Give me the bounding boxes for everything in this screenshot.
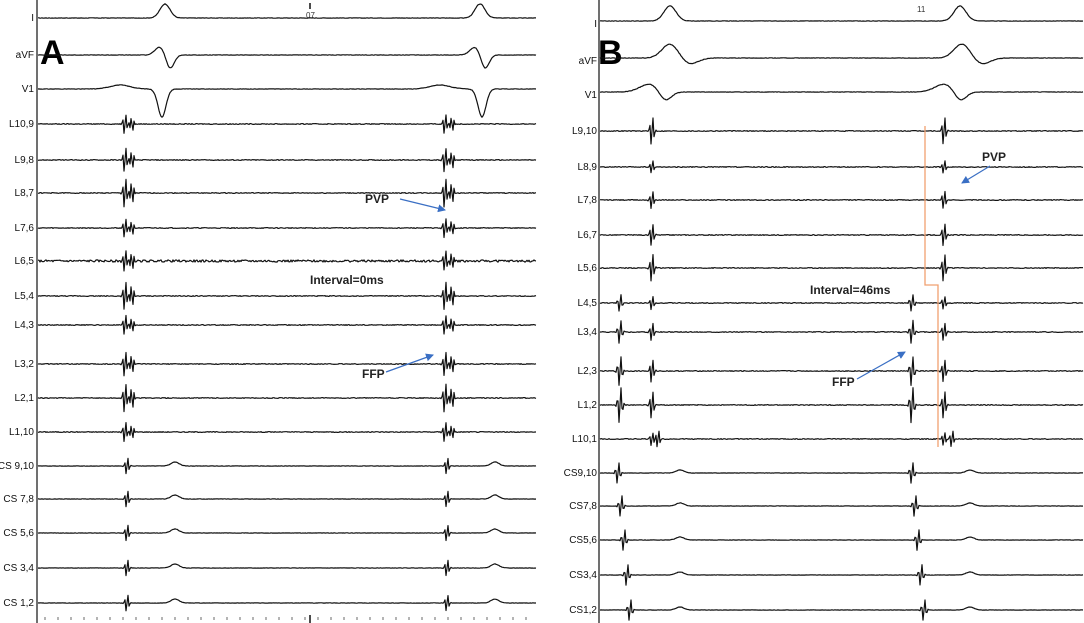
panel-b-trace [599, 529, 1084, 551]
panel-a-lead-label: L2,1 [15, 393, 35, 404]
panel-b-lead-label: V1 [585, 90, 598, 101]
panel-a-trace [37, 114, 537, 134]
panel-a-trace [37, 178, 537, 208]
panel-a-ffp-arrow [385, 353, 434, 373]
panel-b-lead-label: L3,4 [578, 327, 598, 338]
panel-a-time-ticks [44, 617, 527, 620]
panel-a-trace [38, 3, 536, 19]
panel-a-trace [37, 84, 537, 118]
panel-a-lead-label: L8,7 [15, 188, 35, 199]
panel-a-trace [37, 457, 537, 475]
panel-b-lead-label: CS9,10 [564, 468, 598, 479]
panel-b-lead-label: I [594, 19, 597, 30]
panel-b-lead-label: L8,9 [578, 162, 598, 173]
panel-b-pvp-arrow [961, 165, 991, 184]
panel-b-interval-text: Interval=46ms [810, 283, 891, 297]
panel-a-trace [37, 559, 537, 577]
panel-b-lead-label: L5,6 [578, 263, 598, 274]
panel-a-lead-label: L3,2 [15, 359, 35, 370]
panel-b-trace [599, 599, 1084, 621]
panel-b-trace [599, 356, 1084, 386]
panel-b-trace [599, 294, 1084, 312]
panel-b-lead-label: L9,10 [572, 126, 597, 137]
panel-a-trace [37, 218, 537, 239]
panel-a-traces [37, 3, 537, 612]
panel-b-trace [599, 495, 1084, 517]
panel-b-trace [599, 430, 1084, 448]
panel-b-trace [599, 564, 1084, 586]
panel-b-lead-label: L10,1 [572, 434, 597, 445]
panel-b-lead-label: CS7,8 [569, 501, 597, 512]
panel-a-pvp-arrow [399, 198, 446, 213]
panel-a-lead-label: L5,4 [15, 291, 35, 302]
panel-b-lead-label: L2,3 [578, 366, 598, 377]
panel-b-lead-label: aVF [579, 56, 597, 67]
panel-a-interval-text: Interval=0ms [310, 273, 384, 287]
panel-a-lead-label: L4,3 [15, 320, 35, 331]
panel-b-interval-line [924, 126, 939, 447]
panel-a-lead-label: I [31, 13, 34, 24]
panel-b-trace [599, 83, 1084, 101]
panel-b-trace [599, 5, 1084, 22]
panel-b-trace [599, 254, 1084, 282]
panel-a-lead-label: CS 7,8 [3, 494, 34, 505]
panel-b-lead-label: L7,8 [578, 195, 598, 206]
panel-b-trace [599, 462, 1083, 484]
panel-a-trace [37, 314, 537, 335]
panel-a-trace [37, 524, 537, 542]
panel-a-trace [38, 250, 537, 272]
panel-b-trace [599, 160, 1084, 174]
panel-b-trace [599, 223, 1083, 247]
panel-a-letter: A [40, 34, 65, 72]
panel-b-lead-label: L6,7 [578, 230, 598, 241]
panel-b-lead-label: CS5,6 [569, 535, 597, 546]
panel-a-lead-label: CS 9,10 [0, 461, 34, 472]
panel-a-trace [37, 281, 537, 310]
panel-b-traces [599, 5, 1084, 621]
panel-b-trace [599, 43, 1084, 65]
panel-b-lead-label: L1,2 [578, 400, 598, 411]
panel-b-trace [599, 117, 1084, 145]
panel-b-ffp-arrow [856, 351, 906, 380]
panel-a-ffp-label: FFP [362, 367, 385, 381]
panel-a-lead-label: L9,8 [15, 155, 35, 166]
panel-a-lead-label: CS 3,4 [3, 563, 34, 574]
panel-a-lead-label: aVF [16, 50, 34, 61]
panel-a-trace [38, 490, 537, 508]
panel-b-pvp-label: PVP [982, 150, 1006, 164]
panel-b-lead-label: CS1,2 [569, 605, 597, 616]
panel-a-trace [37, 351, 537, 377]
panel-b-ffp-label: FFP [832, 375, 855, 389]
panel-a-lead-label: L6,5 [15, 256, 35, 267]
panel-a-trace [37, 422, 536, 442]
panel-a-lead-label: L1,10 [9, 427, 34, 438]
panel-a-lead-label: L10,9 [9, 119, 34, 130]
panel-a-lead-label: V1 [22, 84, 35, 95]
panel-a-trace [37, 594, 536, 612]
panel-b-trace [599, 387, 1084, 424]
panel-b-marker-text: 11 [917, 5, 926, 14]
panel-b-lead-label: L4,5 [578, 298, 598, 309]
panel-b-trace [599, 319, 1084, 344]
panel-a-lead-label: CS 1,2 [3, 598, 34, 609]
panel-b-trace [599, 190, 1083, 209]
panel-a-lead-label: L7,6 [15, 223, 35, 234]
panel-a-pvp-label: PVP [365, 192, 389, 206]
panel-a-trace [37, 46, 537, 69]
panel-a-trace [37, 383, 537, 413]
panel-a-lead-label: CS 5,6 [3, 528, 34, 539]
panel-b-letter: B [598, 34, 623, 72]
panel-a-trace [37, 147, 537, 173]
panel-a-marker-text: 07 [306, 11, 315, 20]
panel-b-lead-label: CS3,4 [569, 570, 597, 581]
